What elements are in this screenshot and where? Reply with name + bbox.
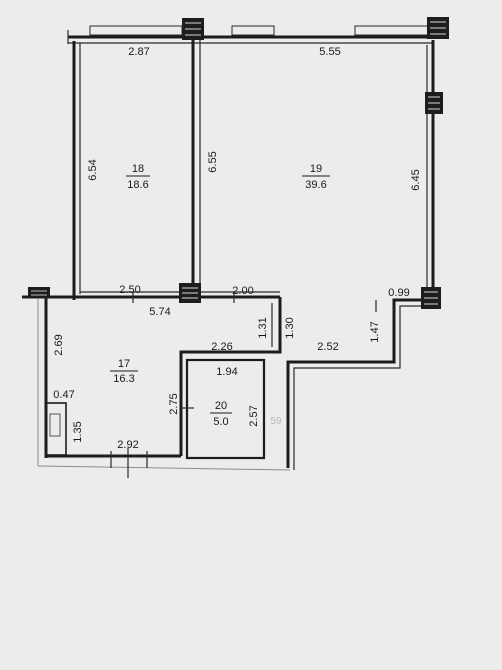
column-left [28, 287, 50, 298]
room20-area: 5.0 [213, 416, 228, 428]
dim-lower-right-width: 2.52 [317, 341, 338, 353]
column-right-lower [421, 287, 441, 309]
dim-room17-bottom-width: 2.92 [117, 439, 138, 451]
room17-walls [37, 298, 291, 478]
dim-room19-right-height: 6.45 [410, 169, 422, 190]
room18-area: 18.6 [127, 179, 148, 191]
middle-walls [22, 291, 433, 470]
dim-room20-width: 1.94 [216, 366, 237, 378]
bottom-outline [37, 465, 291, 471]
dim-step-height-c: 1.47 [369, 321, 381, 342]
tick-marks [132, 292, 377, 312]
column-top-center [182, 18, 204, 40]
room17-area: 16.3 [113, 373, 134, 385]
column-top-right [427, 17, 449, 39]
right-stepped-wall [286, 298, 433, 468]
dim-top-left-width: 2.87 [128, 46, 149, 58]
dim-room18-left-height: 6.54 [87, 159, 99, 180]
room20-walls [181, 358, 266, 460]
window-top-middle [231, 25, 275, 36]
dim-top-right-width: 5.55 [319, 46, 340, 58]
dim-room17-left-height: 2.69 [53, 334, 65, 355]
room20-number: 20 [215, 400, 227, 412]
upper-walls [67, 25, 435, 300]
dim-corridor-width: 5.74 [149, 306, 170, 318]
columns [28, 17, 449, 309]
dim-room18-right-height: 6.55 [207, 151, 219, 172]
dim-mid-wall-segment: 2.00 [232, 285, 253, 297]
column-center [179, 283, 201, 303]
stray-mark: 59 [270, 416, 282, 427]
dim-room20-right-height: 2.57 [248, 405, 260, 426]
window-top-left [89, 25, 183, 36]
room18-number: 18 [132, 163, 144, 175]
closet [45, 402, 67, 456]
dim-closet-height: 1.35 [72, 421, 84, 442]
room19-number: 19 [310, 163, 322, 175]
room20-box [185, 358, 266, 460]
closet-shelf [49, 413, 61, 437]
room17-number: 17 [118, 358, 130, 370]
window-top-right [354, 25, 430, 36]
room19-area: 39.6 [305, 179, 326, 191]
dimension-labels: 2.87 5.55 2.50 2.00 0.99 5.74 2.26 2.52 … [53, 46, 422, 451]
dim-room17-step-width: 2.26 [211, 341, 232, 353]
dim-corridor-wall-segment: 2.50 [119, 284, 140, 296]
right-stepped-wall-outer [293, 305, 427, 470]
dim-corner-offset: 0.99 [388, 287, 409, 299]
dim-room20-left-height: 2.75 [168, 393, 180, 414]
dim-step-height-a: 1.31 [257, 317, 269, 338]
room17-step-wall [179, 297, 282, 456]
dim-closet-width: 0.47 [53, 389, 74, 401]
dim-step-height-b: 1.30 [284, 317, 296, 338]
room-labels: 18 18.6 19 39.6 17 16.3 20 5.0 [110, 163, 330, 428]
column-right-upper [425, 92, 443, 114]
